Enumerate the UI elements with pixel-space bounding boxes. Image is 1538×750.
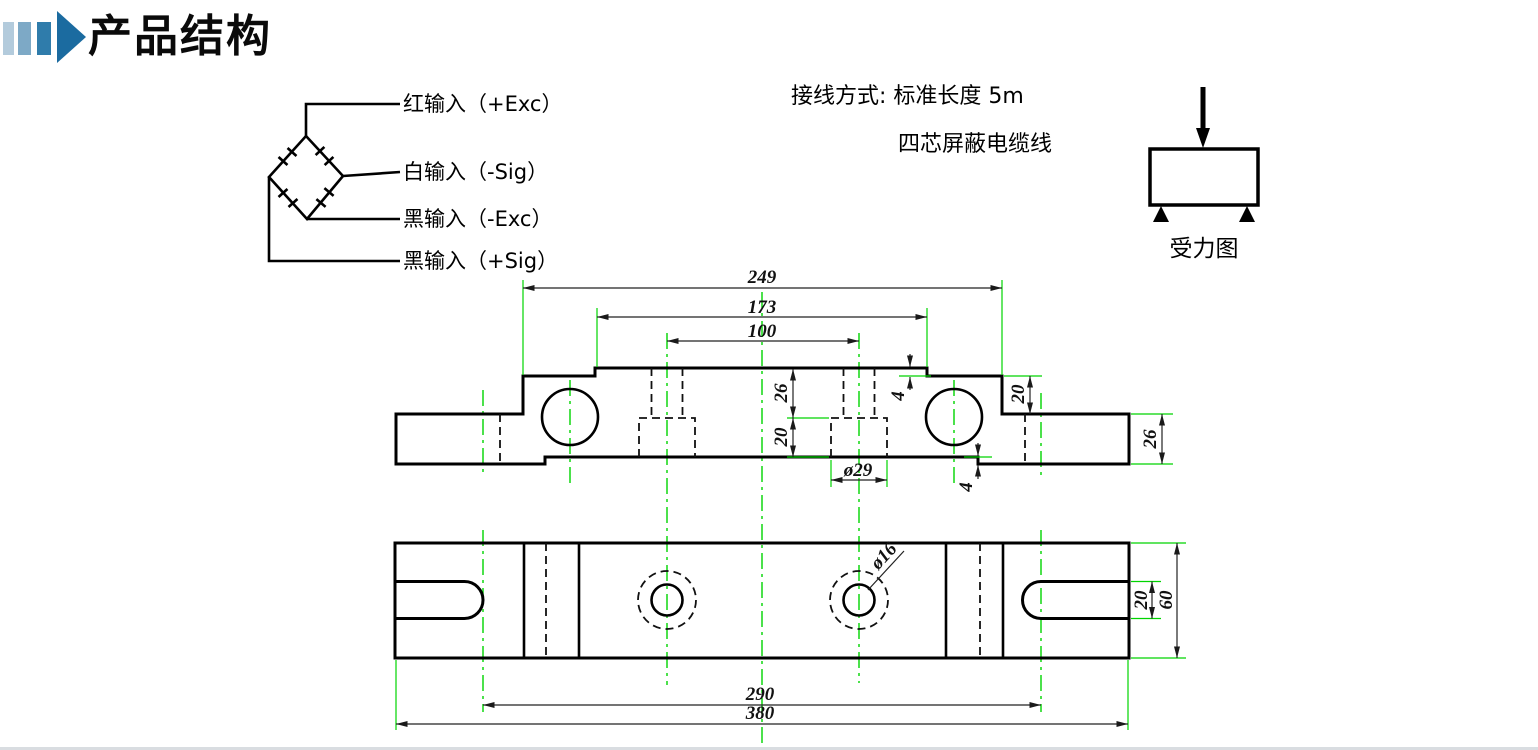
dim-4-bottom: 4 xyxy=(956,482,977,493)
support-triangle-right-icon xyxy=(1239,206,1255,222)
side-view-outline xyxy=(394,366,1131,466)
side-view: 249 173 100 26 20 ø29 4 4 20 26 xyxy=(394,267,1173,747)
dim-26-end: 26 xyxy=(1140,429,1161,450)
dim-dia29: ø29 xyxy=(843,460,873,481)
hole-left-counterbore xyxy=(637,570,697,630)
dim-173: 173 xyxy=(748,297,777,318)
dim-100: 100 xyxy=(748,321,777,342)
side-hole-right xyxy=(924,387,984,447)
slot-right xyxy=(1021,580,1129,620)
force-block xyxy=(1148,147,1260,207)
strain-gauge-ticks xyxy=(277,145,335,208)
dim-26-center: 26 xyxy=(771,383,792,404)
dim-4-top: 4 xyxy=(888,391,909,402)
dim-60: 60 xyxy=(1156,590,1177,610)
slot-left xyxy=(395,580,485,620)
hole-right-counterbore xyxy=(829,570,889,630)
wire-label-sig-plus: 黑输入（+Sig） xyxy=(403,249,558,273)
hole-left xyxy=(650,583,684,617)
force-arrow-head-icon xyxy=(1196,128,1210,148)
wire-label-sig-minus: 白输入（-Sig） xyxy=(403,160,548,184)
hole-right xyxy=(842,583,876,617)
logo-icon xyxy=(3,11,86,63)
dim-380: 380 xyxy=(745,703,775,724)
header: 产品结构 xyxy=(3,11,272,63)
side-hole-left xyxy=(540,387,600,447)
dim-20-center: 20 xyxy=(771,427,792,448)
dim-20-shoulder: 20 xyxy=(1008,384,1029,405)
dim-20-slot: 20 xyxy=(1131,590,1152,611)
page-title: 产品结构 xyxy=(88,11,272,62)
dim-290: 290 xyxy=(745,684,775,705)
force-diagram: 受力图 xyxy=(1148,87,1260,262)
wire-label-exc-minus: 黑输入（-Exc） xyxy=(403,207,552,231)
top-view: ø16 20 60 290 380 xyxy=(393,530,1186,730)
force-diagram-caption: 受力图 xyxy=(1170,236,1239,262)
bridge-diamond-icon xyxy=(267,134,345,221)
top-view-outline xyxy=(393,541,1131,660)
cable-note: 接线方式: 标准长度 5m 四芯屏蔽电缆线 xyxy=(791,84,1052,157)
cable-note-line1: 接线方式: 标准长度 5m xyxy=(791,84,1024,109)
cable-note-line2: 四芯屏蔽电缆线 xyxy=(898,132,1052,157)
wire-label-exc-plus: 红输入（+Exc） xyxy=(403,92,562,116)
dim-249: 249 xyxy=(747,267,777,288)
support-triangle-left-icon xyxy=(1153,206,1169,222)
bottom-divider xyxy=(0,747,1538,750)
wiring-diagram: 红输入（+Exc） 白输入（-Sig） 黑输入（-Exc） 黑输入（+Sig） xyxy=(267,92,562,273)
